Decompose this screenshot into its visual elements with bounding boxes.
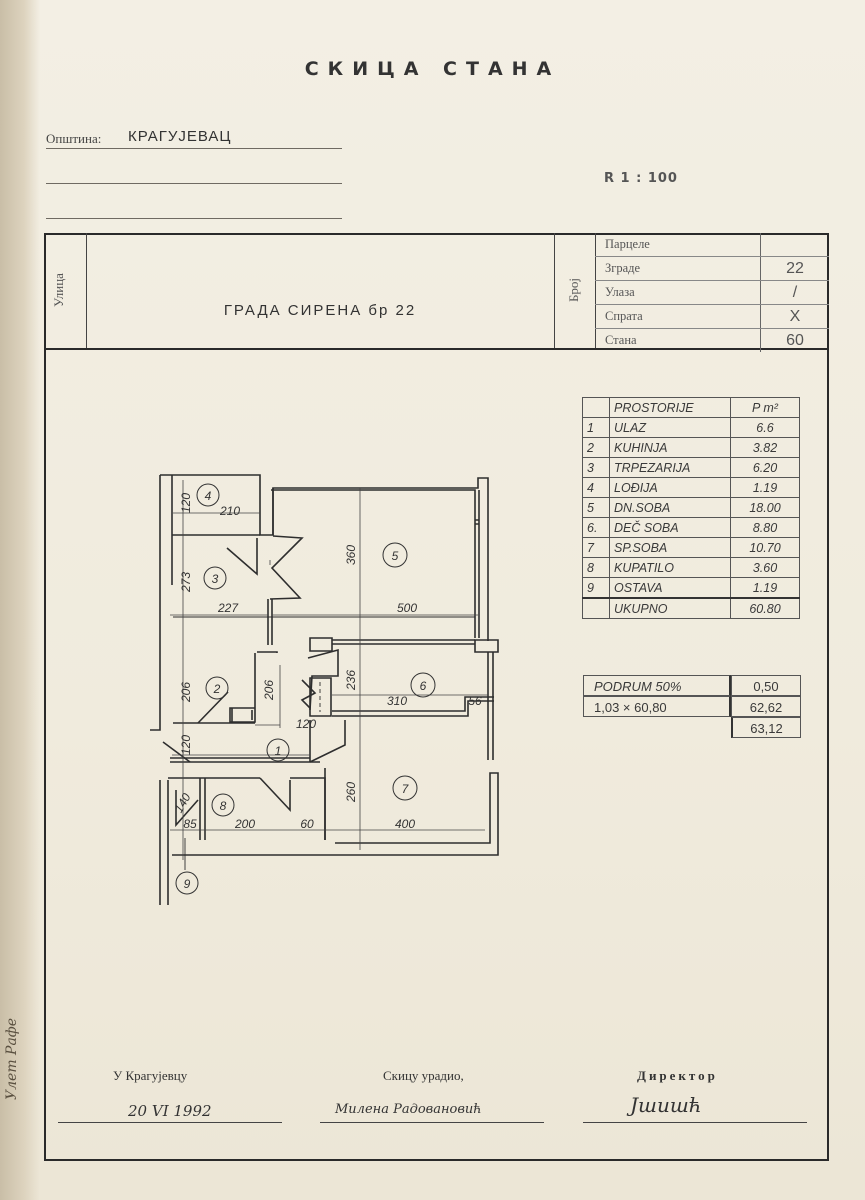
svg-text:206: 206 bbox=[179, 682, 193, 703]
number-row-entrance: Улаза / bbox=[595, 281, 829, 305]
number-row-value: X bbox=[789, 308, 801, 325]
floor-plan: 4 3 5 2 1 6 7 8 9 210 227 500 310 56 120… bbox=[150, 474, 499, 905]
director-signature: Јшишћ bbox=[630, 1093, 702, 1117]
signature-line bbox=[583, 1122, 807, 1123]
svg-text:200: 200 bbox=[234, 817, 255, 831]
svg-text:227: 227 bbox=[217, 601, 239, 615]
form-line bbox=[46, 218, 342, 219]
room-marker-2 bbox=[205, 676, 229, 700]
address-header: Улица ГРАДА СИРЕНА бр 22 Број Парцеле Зг… bbox=[44, 233, 829, 352]
svg-text:56: 56 bbox=[468, 694, 482, 708]
signature-line bbox=[320, 1122, 544, 1123]
number-row-floor: Спрата X bbox=[595, 305, 829, 329]
director-label: Директор bbox=[637, 1068, 718, 1083]
svg-text:8: 8 bbox=[220, 799, 227, 813]
svg-text:120: 120 bbox=[296, 717, 316, 731]
rooms-header-area: P m² bbox=[730, 397, 800, 418]
svg-text:120: 120 bbox=[179, 735, 193, 755]
svg-text:1: 1 bbox=[275, 744, 282, 758]
number-label-cell: Број bbox=[554, 233, 596, 348]
rooms-header-name: PROSTORIJE bbox=[609, 397, 731, 418]
svg-text:6: 6 bbox=[420, 679, 427, 693]
number-row-label: Парцеле bbox=[595, 233, 761, 256]
number-row-building: Зграде 22 bbox=[595, 257, 829, 281]
room-marker-8 bbox=[211, 793, 235, 817]
svg-text:360: 360 bbox=[344, 545, 358, 565]
room-marker-5 bbox=[382, 542, 408, 568]
scale-label: R 1 : 100 bbox=[604, 171, 678, 186]
document-frame bbox=[44, 233, 829, 1161]
opstina-label: Општина: bbox=[46, 131, 102, 146]
svg-text:310: 310 bbox=[387, 694, 407, 708]
number-label: Број bbox=[566, 277, 582, 303]
svg-text:140: 140 bbox=[171, 791, 193, 816]
svg-text:2: 2 bbox=[213, 682, 221, 696]
svg-text:260: 260 bbox=[344, 782, 358, 803]
document-title: СКИЦА СТАНА bbox=[304, 58, 561, 80]
number-row-label: Стана bbox=[595, 329, 761, 352]
signature-line bbox=[58, 1122, 282, 1123]
number-table: Парцеле Зграде 22 Улаза / Спрата X Стана… bbox=[595, 233, 829, 352]
street-value: ГРАДА СИРЕНА бр 22 bbox=[223, 302, 417, 319]
svg-text:210: 210 bbox=[219, 504, 240, 518]
number-row-apartment: Стана 60 bbox=[595, 329, 829, 352]
paper-edge bbox=[0, 0, 40, 1200]
room-marker-9 bbox=[175, 871, 199, 895]
room-marker-4 bbox=[196, 483, 220, 507]
number-row-label: Спрата bbox=[595, 305, 761, 328]
svg-text:236: 236 bbox=[344, 670, 358, 691]
number-row-value: 60 bbox=[786, 332, 804, 349]
opstina-value: КРАГУЈЕВАЦ bbox=[128, 128, 232, 145]
number-row-label: Зграде bbox=[595, 257, 761, 280]
svg-text:273: 273 bbox=[179, 572, 193, 593]
svg-text:120: 120 bbox=[179, 493, 193, 513]
room-marker-6 bbox=[410, 672, 436, 698]
svg-text:7: 7 bbox=[402, 782, 410, 796]
summary-row-total: 63,12 bbox=[583, 717, 801, 738]
number-row-parcel: Парцеле bbox=[595, 233, 829, 257]
number-row-label: Улаза bbox=[595, 281, 761, 304]
room-marker-1 bbox=[266, 738, 290, 762]
date-value: 20 VI 1992 bbox=[128, 1102, 212, 1120]
street-label: Улица bbox=[50, 273, 66, 307]
area-summary: PODRUM 50% 0,50 1,03 × 60,80 62,62 63,12 bbox=[583, 675, 801, 738]
svg-text:4: 4 bbox=[205, 489, 212, 503]
drafted-by-signature: Милена Радовановић bbox=[335, 1102, 482, 1117]
number-row-value: 22 bbox=[786, 260, 804, 277]
svg-text:60: 60 bbox=[300, 817, 314, 831]
number-row-value bbox=[761, 233, 829, 256]
side-handwritten-note: Улет Рафе bbox=[4, 1017, 20, 1100]
summary-row-calc: 1,03 × 60,80 62,62 bbox=[583, 696, 801, 717]
svg-text:3: 3 bbox=[212, 572, 219, 586]
form-line bbox=[46, 148, 342, 149]
room-marker-7 bbox=[392, 775, 418, 801]
room-marker-3 bbox=[203, 566, 227, 590]
place-label: У Крагујевцу bbox=[113, 1068, 188, 1083]
number-row-value: / bbox=[792, 284, 798, 301]
street-label-cell: Улица bbox=[44, 233, 87, 348]
svg-text:85: 85 bbox=[183, 817, 197, 831]
summary-row-basement: PODRUM 50% 0,50 bbox=[583, 675, 801, 696]
rooms-table-header: PROSTORIJE P m² bbox=[582, 397, 800, 418]
svg-text:206: 206 bbox=[262, 680, 276, 701]
form-line bbox=[46, 183, 342, 184]
drafted-by-label: Скицу урадио, bbox=[383, 1068, 464, 1083]
svg-text:5: 5 bbox=[392, 549, 399, 563]
svg-text:9: 9 bbox=[184, 877, 191, 891]
svg-text:400: 400 bbox=[395, 817, 415, 831]
svg-text:500: 500 bbox=[397, 601, 417, 615]
